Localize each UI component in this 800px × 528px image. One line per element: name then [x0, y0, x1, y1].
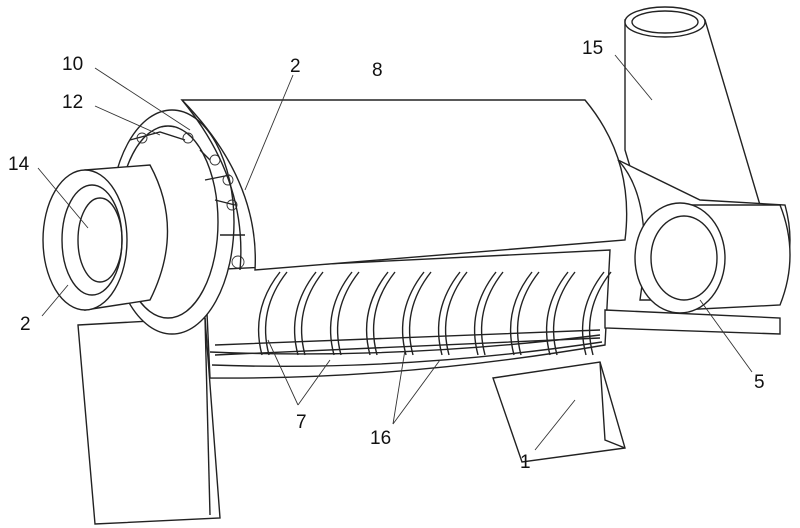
label-16: 16 [370, 428, 391, 449]
label-12: 12 [62, 92, 83, 113]
spiral-blade [545, 271, 569, 356]
spiral-blade [509, 271, 533, 356]
spiral-blade [336, 271, 360, 356]
spiral-blade [444, 271, 468, 356]
label-2-left: 2 [20, 314, 31, 335]
spiral-blade [581, 271, 605, 356]
top-cover [180, 99, 628, 271]
label-10: 10 [62, 54, 83, 75]
label-14: 14 [8, 154, 30, 175]
right-support-leg [492, 361, 626, 463]
spiral-blade [473, 271, 497, 356]
spiral-blade [516, 271, 540, 356]
spiral-blade [300, 271, 324, 356]
spiral-blade [588, 271, 612, 356]
motor-base-plate [604, 309, 781, 335]
label-2-top: 2 [290, 56, 301, 77]
leader-lines [37, 54, 753, 451]
left-support-leg [77, 317, 221, 525]
label-7: 7 [296, 412, 307, 433]
spiral-blade [257, 271, 281, 356]
spiral-blade [372, 271, 396, 356]
label-1: 1 [520, 452, 531, 473]
spiral-blade [480, 271, 504, 356]
spiral-blade [437, 271, 461, 356]
spiral-blade [552, 271, 576, 356]
label-15: 15 [582, 38, 603, 59]
spiral-blade [329, 271, 353, 356]
screw-shaft [214, 329, 601, 356]
label-8: 8 [372, 60, 383, 81]
screw-trough [204, 249, 611, 379]
spiral-blade [293, 271, 317, 356]
label-5: 5 [754, 372, 765, 393]
spiral-blade [365, 271, 389, 356]
spiral-blade [264, 271, 288, 356]
